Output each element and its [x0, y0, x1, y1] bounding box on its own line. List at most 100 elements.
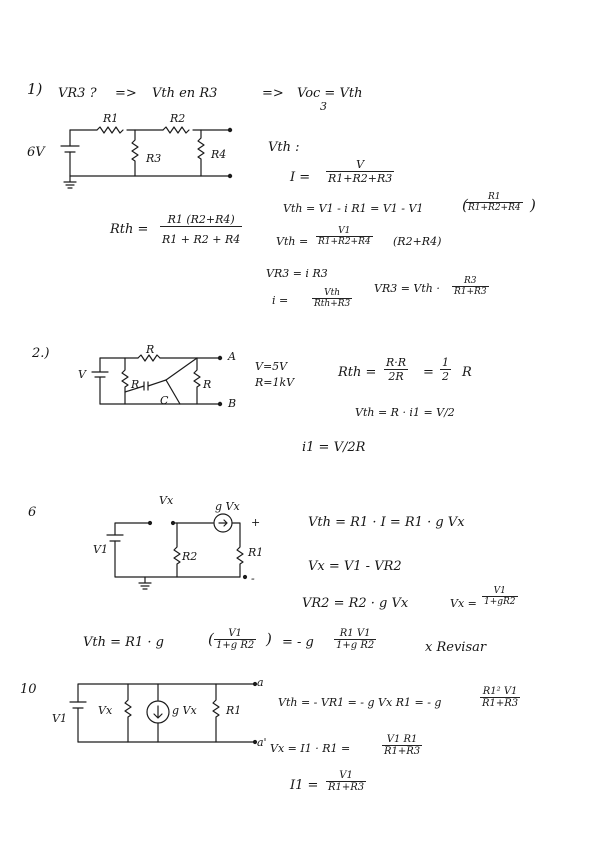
- vr3-eq-2-numerator: R3: [464, 276, 477, 286]
- rth-2-equals: =: [423, 365, 434, 380]
- rth-1-numerator: R1 (R2+R4): [167, 213, 235, 226]
- circuit-6-diagram: [106, 513, 248, 590]
- rth-2-half-fraction: 1 2: [440, 356, 451, 383]
- i-eq-1-lhs: I =: [290, 170, 311, 185]
- vx-6-eq-1: Vx = V1 - VR2: [308, 559, 402, 574]
- resistor-r3-symbol: [131, 129, 139, 177]
- i1-10-numerator: V1: [339, 770, 353, 781]
- vth-eq-1-lhs: Vth = V1 - i R1 = V1 - V1: [283, 202, 424, 215]
- vth-6-eq: Vth = R1 · I = R1 · g Vx: [308, 515, 465, 530]
- problem-1-number: 1): [27, 80, 43, 98]
- circuit-6-minus-label: -: [251, 572, 255, 585]
- circuit-6-r1-label: R1: [248, 546, 264, 559]
- ground-6-symbol: [138, 576, 152, 590]
- i-eq-2-lhs: i =: [272, 294, 289, 307]
- vth-eq-1-fraction: R1 R1+R2+R4: [466, 192, 523, 213]
- vth-eq-2-denominator: R1+R2+R4: [316, 236, 373, 247]
- circuit-6-v1-label: V1: [93, 543, 108, 556]
- resistor-r-left-symbol: [121, 357, 129, 405]
- vth-6-final-fraction-1: V1 1+g R2: [214, 628, 257, 651]
- vth-eq-2-lhs: Vth =: [276, 235, 309, 248]
- resistor-r4-symbol: [197, 129, 205, 177]
- problem-1-voc-sub: 3: [320, 100, 327, 113]
- terminal-a-prime-10-label: a': [257, 736, 267, 749]
- circuit-2-source-label: V: [78, 368, 86, 381]
- circuit-10-r1-label: R1: [226, 704, 242, 717]
- vx-10-fraction: V1 R1 R1+R3: [382, 734, 423, 757]
- circuit-10-v1-label: V1: [52, 712, 67, 725]
- rth-2-fraction: R·R 2R: [384, 356, 409, 383]
- problem-1-question: VR3 ?: [58, 86, 97, 101]
- circuit-2-r-right-label: R: [203, 378, 212, 391]
- vth-6-final-denominator-1: 1+g R2: [214, 639, 257, 651]
- rth-1-lhs: Rth =: [110, 222, 149, 237]
- resistor-r-top-symbol: [137, 354, 161, 362]
- i1-2-eq: i1 = V/2R: [302, 440, 366, 455]
- circuit-2-r-left-label: R: [131, 378, 140, 391]
- rth-2-lhs: Rth =: [338, 365, 377, 380]
- rth-2-half-denominator: 2: [440, 369, 451, 383]
- rth-2-denominator: 2R: [384, 369, 409, 383]
- circuit-6-r2-label: R2: [182, 550, 198, 563]
- vr3-eq-2-fraction: R3 R1+R3: [452, 276, 489, 297]
- vx-10-denominator: R1+R3: [382, 745, 423, 757]
- vth-6-final-mid: = - g: [282, 635, 314, 650]
- terminal-b-label: B: [228, 397, 237, 410]
- vth-10-denominator: R1+R3: [480, 697, 521, 709]
- vx-6-eq-2-numerator: V1: [493, 586, 506, 596]
- vth-6-final-numerator-2: R1 V1: [339, 628, 371, 639]
- i-eq-2-fraction: Vth Rth+R3: [312, 288, 353, 309]
- vth-eq-2-numerator: V1: [338, 226, 351, 236]
- vr2-6-eq: VR2 = R2 · g Vx: [302, 596, 409, 611]
- vx-6-eq-2-lhs: Vx =: [450, 597, 477, 610]
- resistor-vx-10-symbol: [124, 683, 132, 743]
- problem-6-number: 6: [28, 505, 37, 520]
- terminal-a-10-label: a: [257, 676, 264, 689]
- vth-6-final-numerator-1: V1: [228, 628, 242, 639]
- battery-v1-10-symbol: [69, 701, 87, 743]
- vr3-eq-1: VR3 = i R3: [266, 267, 328, 280]
- vth-6-final-open-paren: (: [208, 630, 214, 648]
- resistor-r2-symbol: [162, 126, 190, 134]
- resistor-r1-10-symbol: [212, 683, 220, 743]
- vth-eq-1-open-paren: (: [462, 196, 468, 214]
- vth-6-final-denominator-2: 1+g R2: [334, 639, 377, 651]
- circuit-6-plus-label: +: [251, 516, 261, 529]
- battery-v1-6-symbol: [106, 534, 124, 542]
- i-eq-2-denominator: Rth+R3: [312, 298, 353, 309]
- vx-6-eq-2-fraction: V1 1+gR2: [482, 586, 518, 607]
- vth-2-eq: Vth = R · i1 = V/2: [355, 406, 455, 419]
- given-v: V=5V: [255, 360, 288, 373]
- circuit-10-dep-label: g Vx: [172, 704, 197, 717]
- circuit-1-r1-label: R1: [103, 112, 119, 125]
- vth-eq-1-close-paren: ): [530, 196, 536, 214]
- vx-6-eq-2-denominator: 1+gR2: [482, 596, 518, 607]
- problem-1-arrow-2: =>: [262, 86, 284, 101]
- resistor-r2-6-symbol: [173, 540, 181, 578]
- rth-1-denominator: R1 + R2 + R4: [160, 226, 243, 246]
- resistor-r1-symbol: [96, 126, 124, 134]
- circuit-1-diagram: [60, 126, 233, 189]
- circuit-10-vx-label: Vx: [98, 704, 113, 717]
- problem-1-vth-on-r3: Vth en R3: [152, 86, 218, 101]
- vth-10-lhs: Vth = - VR1 = - g Vx R1 = - g: [278, 696, 442, 709]
- i1-10-fraction: V1 R1+R3: [326, 770, 367, 793]
- vth-10-fraction: R1² V1 R1+R3: [480, 686, 521, 709]
- vth-6-final-close-paren: ): [266, 630, 272, 648]
- i-eq-2-numerator: Vth: [324, 288, 341, 298]
- circuit-2-r-top-label: R: [146, 343, 155, 356]
- vth-eq-2-rest: (R2+R4): [393, 235, 442, 248]
- rth-1-fraction: R1 (R2+R4) R1 + R2 + R4: [160, 213, 243, 246]
- i-eq-1-denominator: R1+R2+R3: [326, 171, 395, 185]
- circuit-2-diagram: [91, 354, 223, 407]
- vx-10-lhs: Vx = I1 · R1 =: [270, 742, 351, 755]
- vth-eq-1-numerator: R1: [488, 192, 501, 202]
- i1-10-denominator: R1+R3: [326, 781, 367, 793]
- revisar-note: x Revisar: [425, 640, 487, 655]
- circuit-2-c-label: C: [160, 394, 169, 407]
- problem-10-number: 10: [20, 682, 37, 697]
- i-eq-1-numerator: V: [356, 158, 365, 171]
- ground-symbol: [63, 175, 77, 189]
- vr3-eq-2-denominator: R1+R3: [452, 286, 489, 297]
